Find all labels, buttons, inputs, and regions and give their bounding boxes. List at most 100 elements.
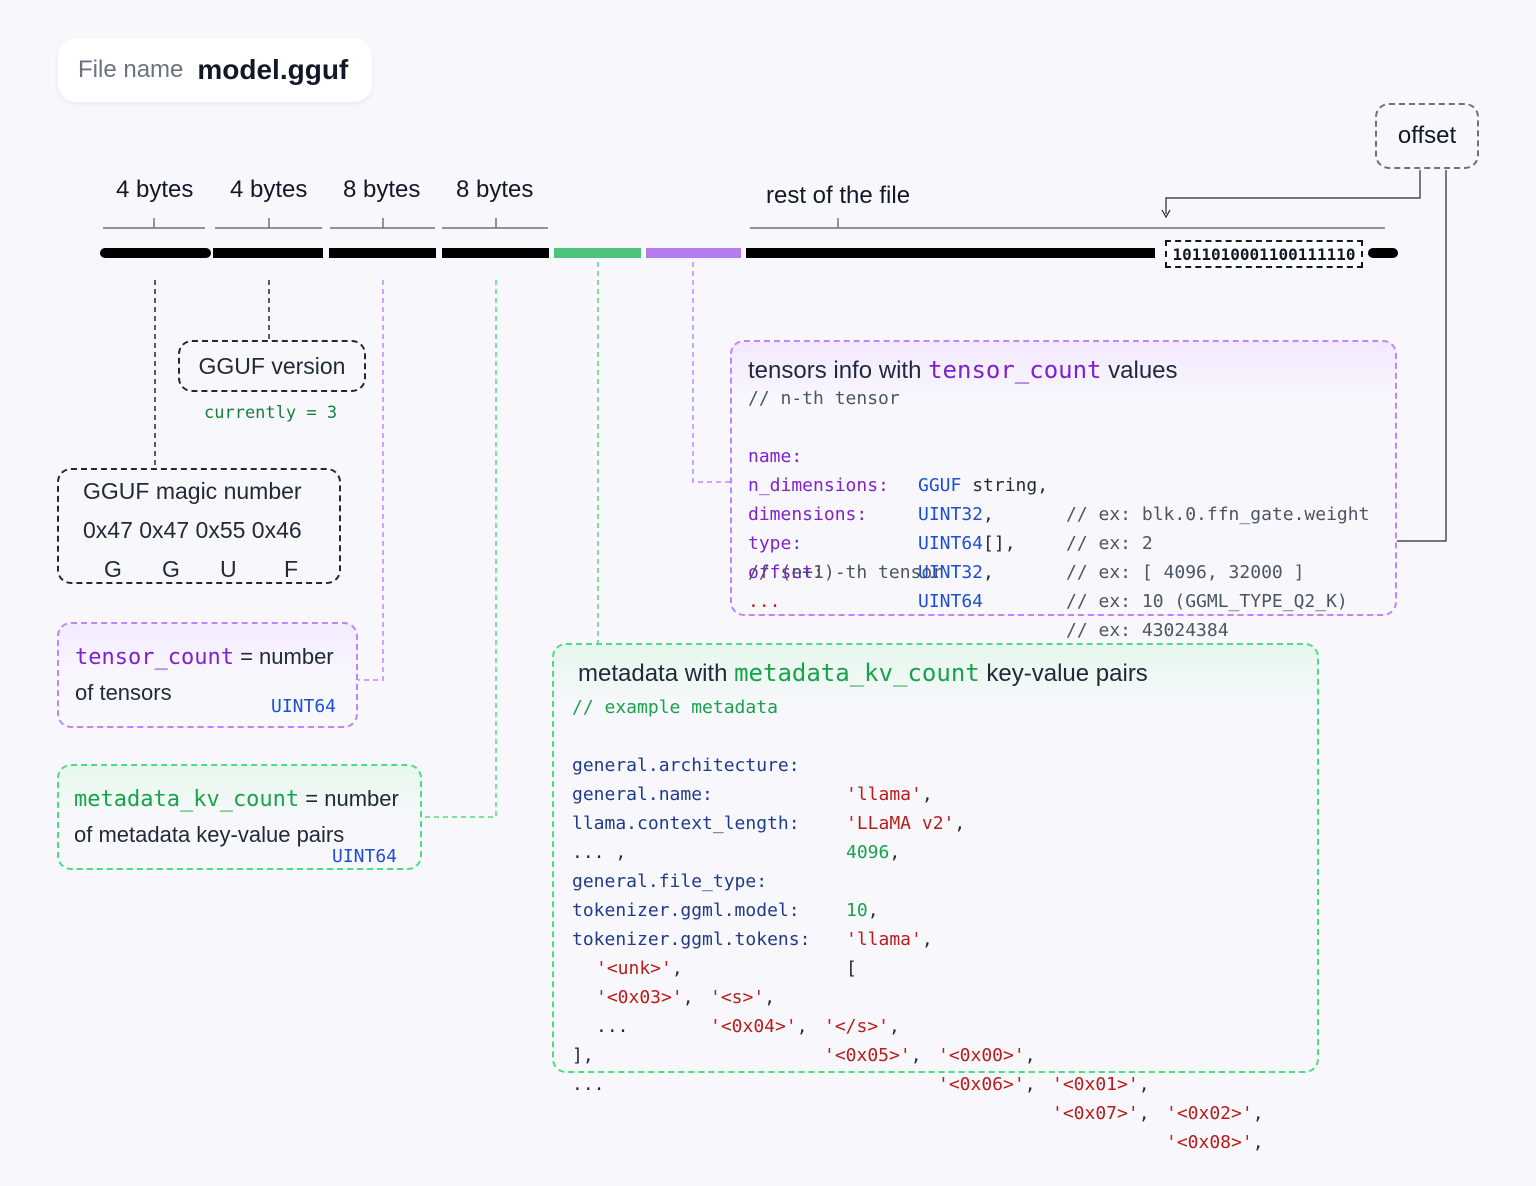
tensor-field-row: name: GGUF string, // ex: blk.0.ffn_gate…	[748, 413, 1369, 525]
tensor-field-key: type:	[748, 533, 803, 554]
tensor-field-type: UINT64	[918, 533, 984, 554]
metadata-row: general.file_type: 10,	[572, 838, 1292, 921]
metadata-kv-count-eq: = number	[305, 786, 399, 811]
tensor-field-type-rest: ,	[983, 562, 994, 583]
tensor-field-comment: // ex: 10 (GGML_TYPE_Q2_K)	[1066, 591, 1348, 612]
metadata-sep: [	[846, 958, 857, 979]
metadata-sep: ,	[867, 900, 879, 921]
metadata-end: ...	[572, 1074, 605, 1095]
metadata-rows: general.architecture: 'llama', general.n…	[572, 722, 1292, 1153]
tensor-field-type-rest: string,	[961, 475, 1049, 496]
magic-size-label: 4 bytes	[116, 176, 194, 203]
tokens-close-row: ],	[572, 1012, 1292, 1066]
tensors-info-comment-bottom: // (n+1)-th tensor	[748, 562, 944, 583]
tensor-field-row: dimensions: UINT64[], // ex: [ 4096, 320…	[748, 471, 1304, 583]
metadata-value-wrap: 'llama',	[846, 925, 933, 954]
tensor-count-desc: of tensors	[75, 680, 172, 705]
metadata-key: general.file_type:	[572, 871, 768, 892]
tensors-info-box: tensors info with tensor_count values //…	[730, 340, 1397, 641]
magic-char: G	[162, 556, 180, 582]
metadata-sep: ,	[954, 813, 966, 834]
metadata-kv-count-code: metadata_kv_count	[74, 787, 300, 812]
token: '<0x00>',	[938, 1045, 1036, 1066]
tensor-field-type: UINT32	[918, 562, 984, 583]
rest-of-file-label: rest of the file	[766, 182, 911, 209]
magic-char: F	[284, 556, 299, 582]
tensors-info-title-code: tensor_count	[928, 356, 1102, 384]
metadata-end-row: ...	[572, 1041, 1292, 1095]
metadata-sep: ,	[921, 784, 933, 805]
token: '<unk>',	[596, 958, 683, 979]
metadata-heading: metadata with metadata_kv_count key-valu…	[578, 659, 1148, 688]
metadata-value-wrap: 4096,	[846, 838, 900, 867]
metadata-row: general.architecture: 'llama',	[572, 722, 1292, 805]
token: '<0x05>',	[824, 1045, 922, 1066]
metadata-title-pre: metadata with	[578, 660, 728, 687]
tensor-field-row: type: UINT32, // ex: 10 (GGML_TYPE_Q2_K)	[748, 500, 1348, 612]
token: '<0x01>',	[1052, 1074, 1150, 1095]
tensor-count-code: tensor_count	[75, 645, 234, 670]
tensor-field-key: name:	[748, 446, 803, 467]
metadata-key: ... ,	[572, 842, 627, 863]
magic-char: U	[220, 556, 237, 582]
metadata-kv-count-desc: of metadata key-value pairs	[74, 822, 345, 847]
kv-count-size-label: 8 bytes	[456, 176, 534, 203]
metadata-key: tokenizer.ggml.model:	[572, 900, 800, 921]
metadata-key: general.name:	[572, 784, 713, 805]
file-name-card: File name model.gguf	[58, 38, 372, 102]
tensor-field-type-rest: ,	[983, 504, 994, 525]
tensor-field-comment: // ex: 2	[1066, 533, 1153, 554]
metadata-row: tokenizer.ggml.model: 'llama',	[572, 867, 1292, 950]
tensor-field-type-wrap: UINT64[],	[918, 529, 1016, 558]
metadata-box: metadata with metadata_kv_count key-valu…	[552, 643, 1319, 1153]
magic-number-box: GGUF magic number 0x47 0x47 0x55 0x46 G …	[57, 468, 341, 584]
gguf-version-note: currently = 3	[204, 403, 338, 423]
file-name-label: File name	[78, 56, 184, 83]
file-name-value: model.gguf	[197, 54, 349, 85]
metadata-row: llama.context_length: 4096,	[572, 780, 1292, 863]
metadata-value-wrap: [	[846, 954, 857, 983]
tensor-field-comment: // ex: 43024384	[1066, 620, 1229, 641]
metadata-value: 10	[846, 900, 868, 921]
offset-box: offset	[1375, 103, 1479, 169]
tensor-count-size-label: 8 bytes	[343, 176, 421, 203]
tensor-field-row: offset: UINT64 // ex: 43024384	[748, 529, 1229, 641]
magic-char: G	[104, 556, 122, 582]
metadata-key: general.architecture:	[572, 755, 800, 776]
tensor-field-type: UINT32	[918, 504, 984, 525]
gguf-version-title: GGUF version	[198, 352, 346, 379]
metadata-kv-count-type: UINT64	[332, 846, 398, 867]
metadata-row: ... ,	[572, 809, 1292, 863]
tensor-count-box: tensor_count = number of tensors UINT64	[57, 622, 358, 728]
metadata-sep: ,	[921, 929, 933, 950]
metadata-value-wrap: 'llama',	[846, 780, 933, 809]
token: '<0x03>',	[596, 987, 694, 1008]
tensor-field-type: GGUF	[918, 475, 962, 496]
metadata-row: tokenizer.ggml.tokens: [	[572, 896, 1292, 979]
tokens-ellipsis-row: ...	[572, 983, 1292, 1037]
tokens-close: ],	[572, 1045, 594, 1066]
metadata-value-wrap: 'LLaMA v2',	[846, 809, 965, 838]
metadata-sep: ,	[889, 842, 901, 863]
diagram-lines	[100, 170, 1447, 818]
tensor-field-key: dimensions:	[748, 504, 868, 525]
tensor-field-type-wrap: UINT32,	[918, 558, 994, 587]
tensor-field-row: n_dimensions: UINT32, // ex: 2	[748, 442, 1153, 554]
metadata-key: llama.context_length:	[572, 813, 800, 834]
tensor-count-type: UINT64	[271, 696, 337, 717]
tensors-info-ellipsis: ...	[748, 591, 781, 612]
metadata-value: 'LLaMA v2'	[846, 813, 955, 834]
tensor-field-type-wrap: UINT64	[918, 587, 983, 616]
metadata-kv-count-box: metadata_kv_count = number of metadata k…	[57, 764, 422, 870]
metadata-comment: // example metadata	[572, 697, 778, 718]
metadata-row: general.name: 'LLaMA v2',	[572, 751, 1292, 834]
tensor-field-type-rest: [],	[983, 533, 1016, 554]
metadata-key: tokenizer.ggml.tokens:	[572, 929, 811, 950]
tensor-count-eq: = number	[240, 644, 334, 669]
tensor-field-type: UINT64	[918, 591, 984, 612]
metadata-title-post: key-value pairs	[986, 660, 1148, 687]
token: '<s>',	[710, 987, 776, 1008]
tokens-ellipsis: ...	[596, 1016, 629, 1037]
magic-number-hex: 0x47 0x47 0x55 0x46	[83, 517, 302, 543]
tensor-field-comment: // ex: [ 4096, 32000 ]	[1066, 562, 1305, 583]
